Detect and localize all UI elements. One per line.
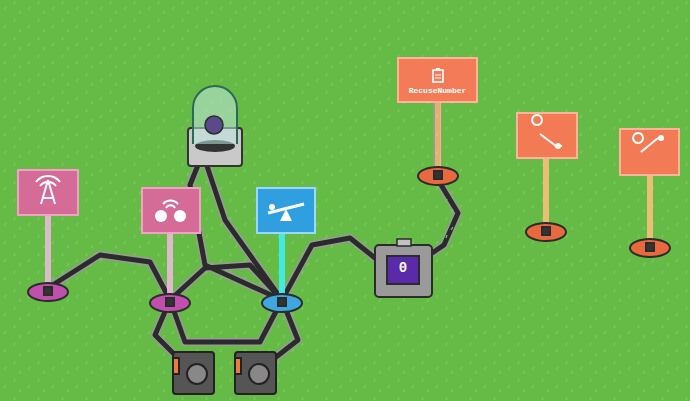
clipboard-icon: [431, 67, 445, 83]
item-dome: [188, 86, 242, 166]
icon-signs: [18, 113, 679, 233]
speaker-devices: [173, 352, 276, 394]
clipboard-lines: [435, 75, 441, 78]
sign-box: RecuseNumber: [397, 57, 478, 103]
counter-housing: [375, 239, 432, 297]
counter-value: 0: [399, 261, 407, 276]
device-pads: [28, 167, 670, 312]
sign-poles: [45, 102, 653, 302]
sign-text: RecuseNumber: [409, 87, 467, 96]
clipboard-clip: [436, 68, 440, 71]
counter-display: 0: [386, 255, 420, 285]
clipboard-body: [433, 70, 443, 82]
wires: [48, 160, 380, 368]
